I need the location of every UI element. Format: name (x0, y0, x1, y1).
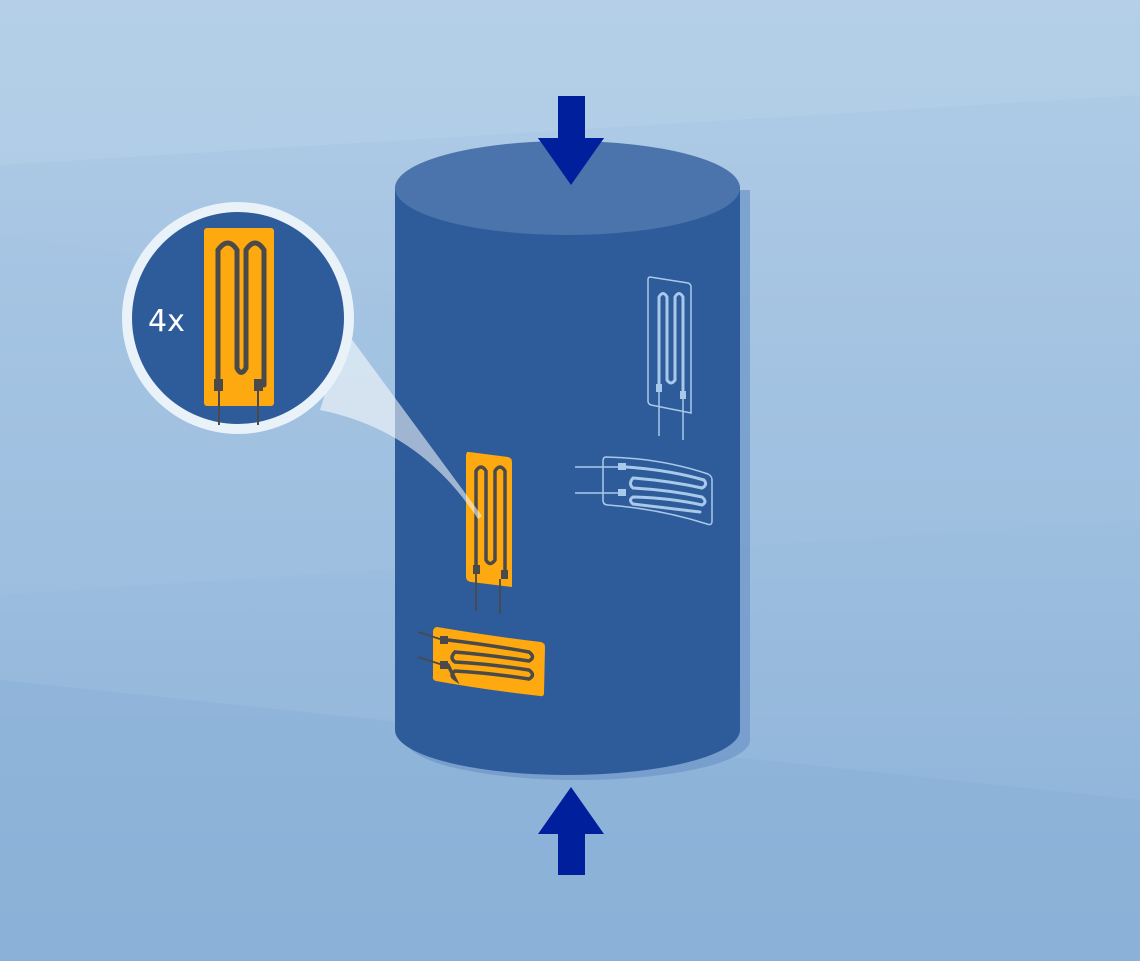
compression-arrow-up-icon (538, 787, 604, 875)
magnification-label: 4x (148, 304, 185, 339)
ghost-vertical-strain-gauge-icon (647, 276, 692, 440)
cylinder-top (395, 141, 740, 235)
magnifier-lens: 4x (122, 202, 354, 434)
vertical-strain-gauge-icon (466, 451, 512, 614)
magnifier-beam (320, 330, 482, 519)
cylinder (395, 141, 750, 780)
ghost-horizontal-strain-gauge-icon (575, 456, 713, 526)
horizontal-strain-gauge-icon (417, 627, 545, 697)
magnified-strain-gauge-icon (204, 228, 274, 425)
arrow-tip (538, 138, 604, 185)
